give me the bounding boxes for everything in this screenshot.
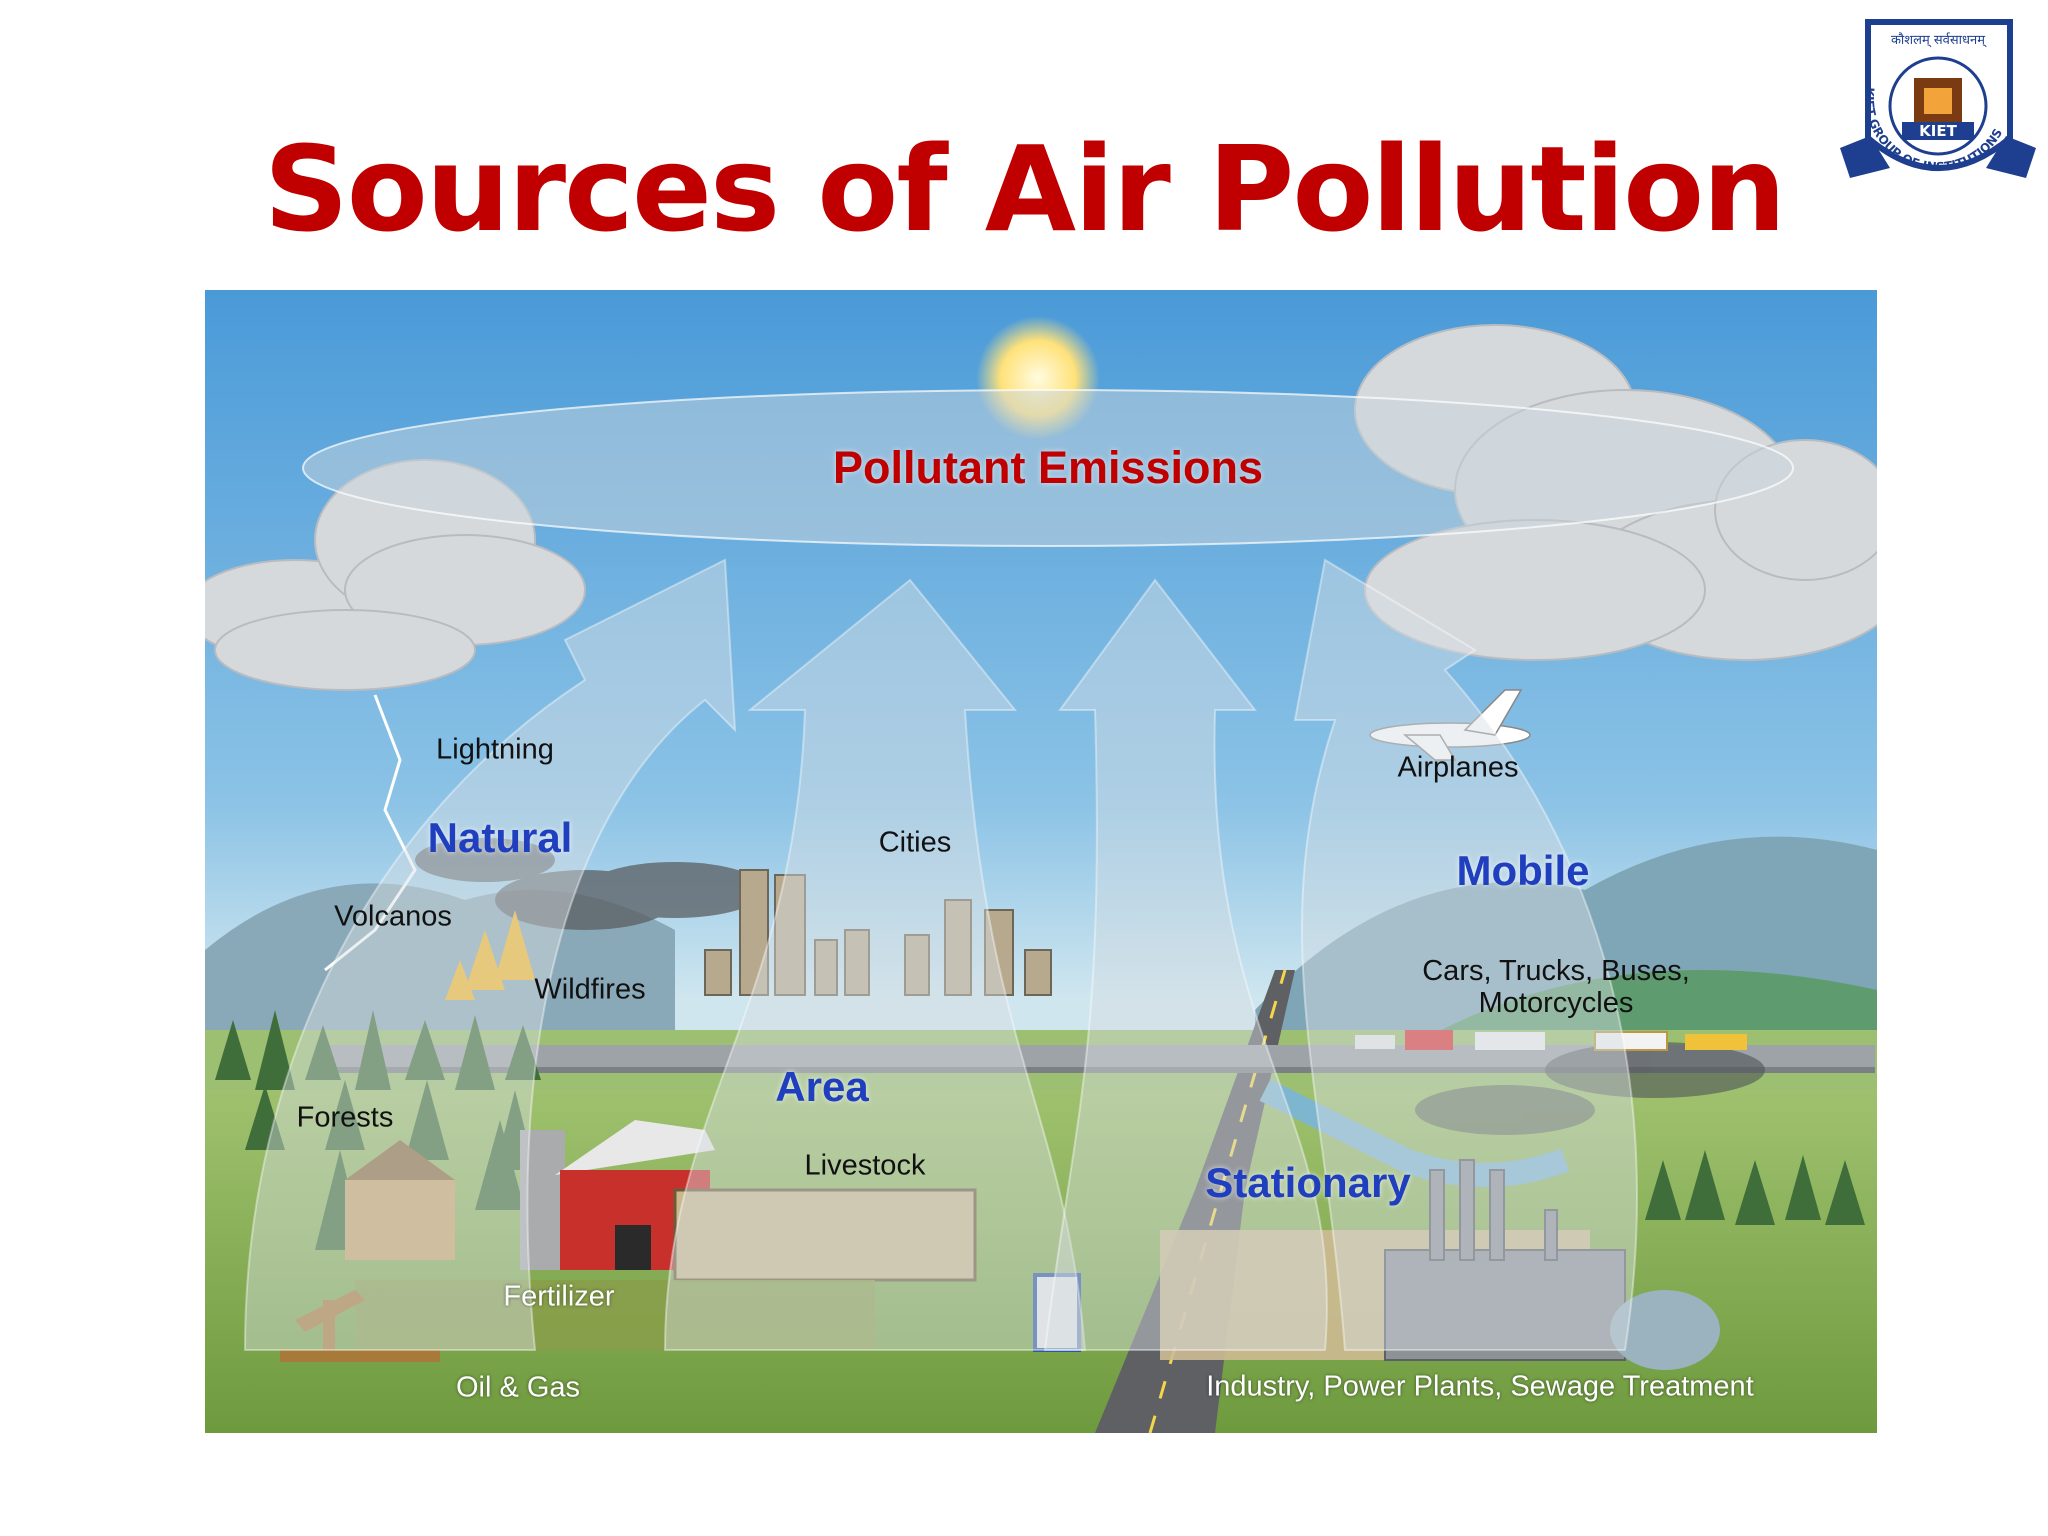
source-vehicles: Cars, Trucks, Buses, Motorcycles [1422,955,1690,1019]
source-wildfires: Wildfires [534,973,646,1006]
source-lightning: Lightning [436,733,554,766]
category-mobile: Mobile [1456,847,1590,894]
arrow-stationary [1043,578,1328,1351]
arrow-area [663,578,1087,1351]
slide-title: Sources of Air Pollution [263,120,1786,258]
truck [1033,1273,1081,1352]
source-airplanes: Airplanes [1397,751,1519,784]
source-vehicles-line2: Motorcycles [1478,987,1634,1019]
air-pollution-diagram: Pollutant Emissions Natural Area Mobile … [205,290,1877,1433]
category-area: Area [775,1063,869,1110]
pollutant-emissions-label: Pollutant Emissions [832,442,1264,493]
sewage-dome [1610,1290,1720,1370]
logo-motto: कौशलम् सर्वसाधनम् [1891,32,1987,48]
source-volcanos: Volcanos [334,900,452,933]
lightning-bolt [324,694,417,972]
source-cities: Cities [878,826,952,859]
source-livestock: Livestock [804,1149,926,1182]
kiet-logo: कौशलम् सर्वसाधनम् KIET KIET GROUP OF INS… [1840,18,2036,198]
smoke-stationary [1415,1042,1765,1135]
wildfire [445,910,535,1000]
field-fertilizer [355,1280,875,1350]
source-forests: Forests [296,1101,394,1134]
house [345,1180,455,1260]
logo-name: KIET [1919,122,1957,140]
barn-roof [555,1120,715,1175]
arrow-mobile [1293,558,1638,1351]
category-stationary: Stationary [1205,1159,1411,1206]
silo [520,1130,565,1270]
emissions-ellipse [302,389,1794,547]
vehicles-row [1355,1030,1747,1051]
airplane-icon [1369,689,1531,761]
arrow-natural [243,558,737,1351]
river [1259,1079,1570,1187]
smoke-plume [415,838,765,930]
source-vehicles-line1: Cars, Trucks, Buses, [1422,955,1690,987]
category-natural: Natural [427,814,573,861]
source-oil-gas: Oil & Gas [455,1371,581,1404]
oil-pump [280,1290,440,1362]
road [1095,970,1295,1433]
livestock-pen [673,1188,977,1282]
ground [205,1030,1877,1433]
overpass [315,1045,1875,1067]
trees-right [1645,1150,1865,1225]
city-buildings [704,869,1052,996]
source-industry: Industry, Power Plants, Sewage Treatment [1206,1370,1754,1403]
source-fertilizer: Fertilizer [503,1280,615,1313]
